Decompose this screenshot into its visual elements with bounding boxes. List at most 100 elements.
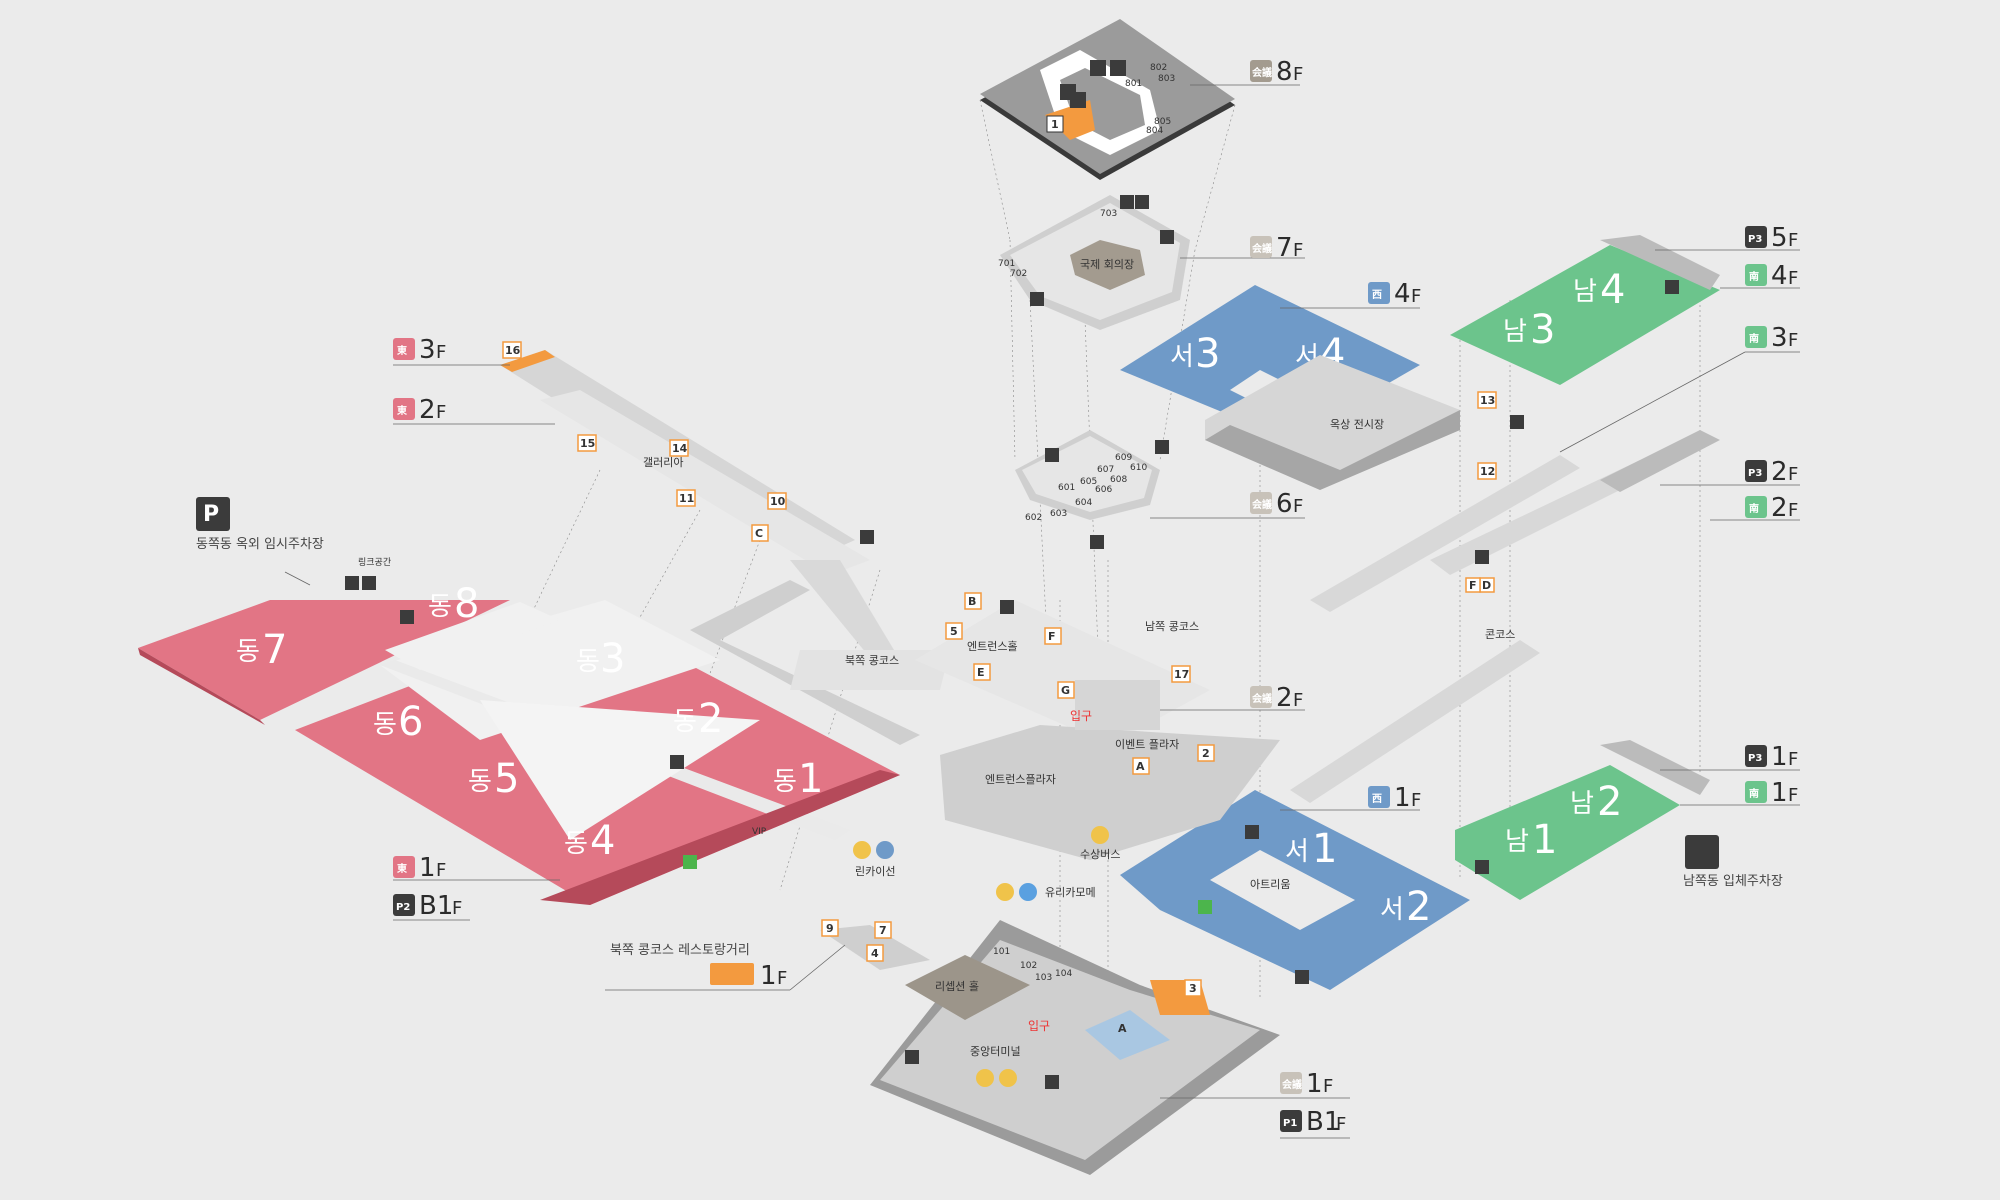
marker-D[interactable]: D xyxy=(1479,577,1495,593)
south-halls-lower[interactable]: 남 1 남 2 xyxy=(1455,740,1710,900)
marker-B[interactable]: B xyxy=(964,592,982,610)
marker-5[interactable]: 4 xyxy=(866,944,884,962)
restroom-icon xyxy=(1665,280,1679,294)
hall-east-7[interactable]: 동 7 xyxy=(236,627,287,673)
entrance-label-lower: 입구 xyxy=(1028,1019,1050,1033)
marker-A[interactable]: A xyxy=(1132,757,1150,775)
marker-10[interactable]: 10 xyxy=(767,492,787,510)
svg-text:南: 南 xyxy=(1749,270,1759,283)
south-markers[interactable]: 13 12 D F 콘코스 xyxy=(1465,391,1515,641)
svg-text:1: 1 xyxy=(1771,778,1788,808)
svg-text:15: 15 xyxy=(580,437,595,450)
marker-16[interactable]: 12 xyxy=(1477,462,1497,480)
svg-text:2: 2 xyxy=(1771,493,1788,523)
marker-12[interactable]: 14 xyxy=(669,439,689,457)
hall-south-1[interactable]: 남 1 xyxy=(1505,817,1557,863)
svg-text:2: 2 xyxy=(1406,884,1431,930)
svg-text:7: 7 xyxy=(262,627,287,673)
north-concourse[interactable]: 북쪽 콩코스 xyxy=(690,560,950,745)
floor-label-west-4f: 西 4 F xyxy=(1280,279,1421,309)
floor-label-p3-5f: P3 5 F xyxy=(1655,223,1800,253)
conference-6f[interactable]: 601 602 603 604 605 606 607 608 609 610 xyxy=(1015,430,1160,549)
svg-text:4: 4 xyxy=(1771,261,1788,291)
west-halls-4f[interactable]: 서 3 서 4 옥상 전시장 xyxy=(1120,285,1460,490)
marker-9[interactable]: 9 xyxy=(821,919,839,937)
hall-east-8[interactable]: 동 8 xyxy=(428,581,479,627)
room-606: 606 xyxy=(1095,485,1112,495)
floor-label-conf-7f: 会議 7 F xyxy=(1180,233,1305,263)
hall-south-3[interactable]: 남 3 xyxy=(1503,307,1555,353)
marker-F[interactable]: F xyxy=(1044,627,1062,645)
marker-15[interactable]: 17 xyxy=(1171,665,1191,683)
svg-text:P3: P3 xyxy=(1748,234,1762,245)
svg-text:会議: 会議 xyxy=(1252,66,1272,79)
reception-hall-label: 리셉션 홀 xyxy=(935,980,979,993)
hall-east-5[interactable]: 동 5 xyxy=(468,756,519,802)
south-parking[interactable]: 남쪽동 입체주차장 xyxy=(1683,835,1783,889)
svg-text:会議: 会議 xyxy=(1252,242,1272,255)
entrance-center[interactable]: 엔트런스홀 남쪽 콩코스 이벤트 플라자 엔트런스플라자 입구 17 2 5 B… xyxy=(915,592,1280,860)
yurikamome-label: 유리카모메 xyxy=(1045,886,1096,899)
east-galleria[interactable]: 갤러리아 16 15 14 11 10 C xyxy=(500,341,870,575)
hall-east-6[interactable]: 동 6 xyxy=(373,699,423,745)
event-plaza-label: 이벤트 플라자 xyxy=(1115,738,1179,751)
restaurant-street[interactable]: 9 7 4 xyxy=(820,919,930,970)
svg-text:F: F xyxy=(436,342,446,363)
restroom-icon xyxy=(1110,60,1126,76)
room-602: 602 xyxy=(1025,513,1042,523)
svg-text:P3: P3 xyxy=(1748,468,1762,479)
marker-E[interactable]: E xyxy=(973,663,991,681)
marker-2[interactable]: 2 xyxy=(1197,744,1215,762)
marker-G[interactable]: G xyxy=(1057,681,1075,699)
floor-label-south-3f: 南 3 F xyxy=(1559,323,1800,453)
marker-A-lower[interactable]: A xyxy=(1118,1022,1127,1035)
hall-south-2[interactable]: 남 2 xyxy=(1570,779,1622,825)
svg-text:동: 동 xyxy=(468,767,492,797)
marker-1: 1 xyxy=(1051,118,1059,131)
room-805: 805 xyxy=(1154,117,1171,127)
hall-west-1[interactable]: 서 1 xyxy=(1285,826,1337,872)
marker-4[interactable]: 5 xyxy=(945,622,963,640)
svg-text:12: 12 xyxy=(1480,465,1495,478)
link-space-label: 링크공간 xyxy=(358,556,391,568)
hall-east-2[interactable]: 동 2 xyxy=(673,696,723,742)
svg-text:1: 1 xyxy=(1532,817,1557,863)
marker-F-south[interactable]: F xyxy=(1465,577,1481,593)
svg-text:13: 13 xyxy=(1480,394,1495,407)
marker-14[interactable]: 16 xyxy=(502,341,522,359)
svg-text:4: 4 xyxy=(590,818,615,864)
hall-east-3[interactable]: 동 3 xyxy=(576,636,625,682)
marker-11[interactable]: 11 xyxy=(676,489,696,507)
west-halls-1f[interactable]: 서 1 서 2 아트리움 xyxy=(1120,790,1470,990)
marker-17[interactable]: 13 xyxy=(1477,391,1497,409)
marker-13[interactable]: 15 xyxy=(577,434,597,452)
conference-7f[interactable]: 국제 회의장 701 702 703 xyxy=(998,195,1190,330)
marker-C[interactable]: C xyxy=(751,524,769,542)
hall-east-4[interactable]: 동 4 xyxy=(564,818,615,864)
svg-text:남: 남 xyxy=(1505,827,1529,857)
hall-west-2[interactable]: 서 2 xyxy=(1380,884,1431,930)
marker-7[interactable]: 7 xyxy=(874,921,892,939)
conference-8f[interactable]: 1 802 803 801 805 804 xyxy=(980,19,1235,180)
svg-text:F: F xyxy=(1788,749,1798,770)
svg-text:2: 2 xyxy=(1202,747,1210,760)
south-halls-upper[interactable]: 남 3 남 4 xyxy=(1450,235,1720,385)
marker-3[interactable]: 3 xyxy=(1184,979,1202,997)
smoking-icon xyxy=(1295,970,1309,984)
east-parking[interactable]: P 동쪽동 옥외 임시주차장 링크공간 xyxy=(196,497,391,586)
restroom-icon xyxy=(670,755,684,769)
restroom-icon xyxy=(1030,292,1044,306)
svg-text:F: F xyxy=(1293,64,1303,85)
train-icon-2 xyxy=(996,883,1014,901)
svg-text:1: 1 xyxy=(1771,742,1788,772)
room-804: 804 xyxy=(1146,126,1163,136)
hall-west-3[interactable]: 서 3 xyxy=(1170,331,1220,377)
svg-text:8: 8 xyxy=(454,581,479,627)
east-halls[interactable]: 동 7 동 8 동 6 동 3 동 2 동 5 동 1 동 4 xyxy=(138,581,900,905)
wheelchair-icon xyxy=(1120,195,1134,209)
restroom-icon xyxy=(1510,415,1524,429)
svg-text:동: 동 xyxy=(576,647,600,677)
central-terminal[interactable]: 리셉션 홀 중앙터미널 입구 101 102 103 104 3 A xyxy=(870,920,1280,1175)
hall-south-4[interactable]: 남 4 xyxy=(1573,267,1625,313)
hall-east-1[interactable]: 동 1 xyxy=(773,756,823,802)
